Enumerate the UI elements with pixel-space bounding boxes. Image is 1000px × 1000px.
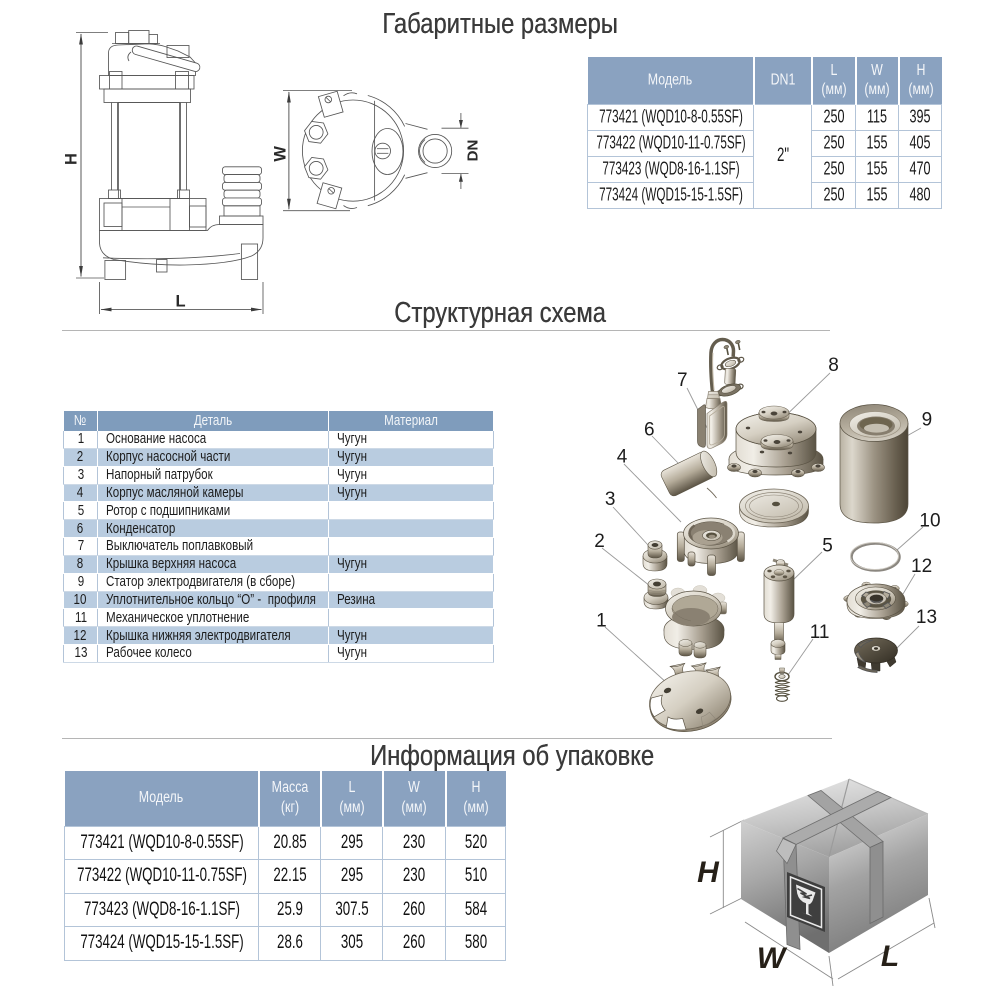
svg-text:4: 4: [617, 447, 628, 468]
svg-text:13: 13: [916, 607, 937, 628]
svg-text:L: L: [175, 293, 185, 311]
svg-text:9: 9: [922, 409, 933, 430]
svg-text:H: H: [697, 856, 720, 889]
svg-text:DN: DN: [465, 140, 482, 162]
svg-text:3: 3: [605, 489, 616, 510]
svg-text:10: 10: [919, 511, 940, 532]
svg-text:12: 12: [911, 556, 932, 577]
svg-text:8: 8: [828, 355, 839, 376]
svg-text:2: 2: [594, 531, 605, 552]
svg-text:6: 6: [644, 420, 655, 441]
svg-text:1: 1: [596, 610, 607, 631]
svg-text:H: H: [63, 153, 81, 165]
svg-text:5: 5: [822, 536, 833, 557]
svg-text:L: L: [881, 940, 899, 973]
svg-text:W: W: [757, 942, 788, 975]
svg-text:W: W: [272, 146, 290, 162]
svg-text:11: 11: [810, 622, 830, 643]
svg-text:7: 7: [677, 370, 688, 391]
